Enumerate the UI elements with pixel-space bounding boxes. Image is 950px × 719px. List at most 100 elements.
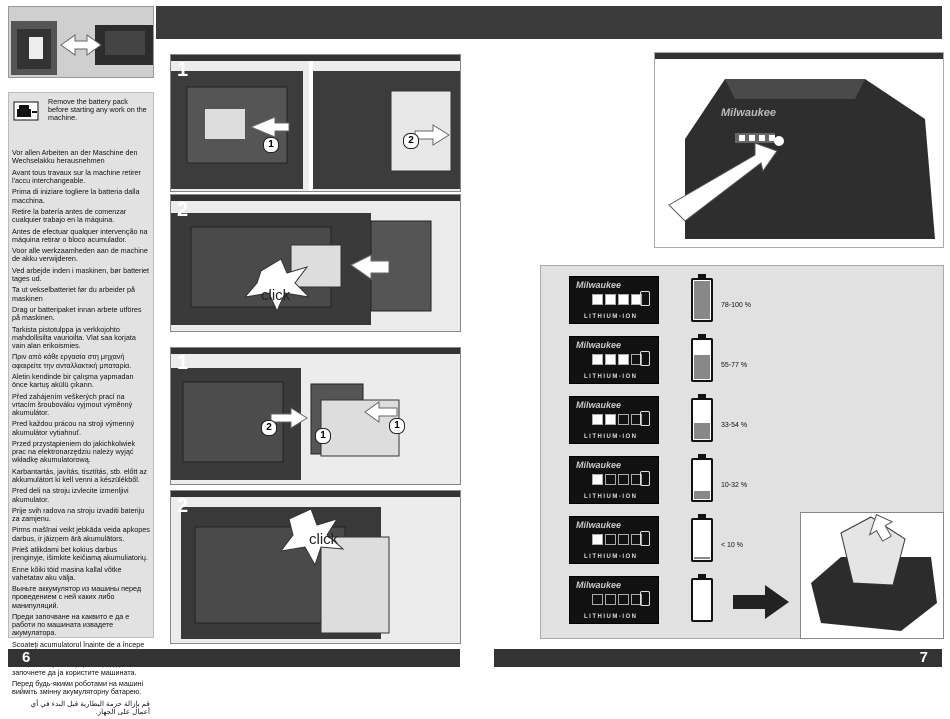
led-segment — [605, 474, 616, 485]
warning-text-ar: قم بإزالة حزمة البطارية قبل البدء في أي … — [30, 698, 150, 716]
battery-removal-icon — [13, 101, 39, 121]
lithium-ion-label: LITHIUM-ION — [584, 374, 638, 380]
led-segment — [592, 354, 603, 365]
brand-logo: Milwaukee — [576, 460, 622, 470]
warning-text-lt: Prieš atlikdami bet kokius darbus įrengi… — [12, 545, 148, 563]
led-segment — [605, 354, 616, 365]
callout-1: 1 — [389, 418, 405, 434]
fuel-gauge-icon — [640, 291, 650, 306]
step-number: 1 — [177, 352, 189, 374]
warning-text-fr: Avant tous travaux sur la machine retire… — [12, 167, 141, 185]
arrow-left-icon — [350, 254, 390, 280]
led-row — [592, 412, 644, 425]
arrow-right-icon — [733, 585, 789, 619]
warning-text-hr: Prije svih radova na stroju izvaditi bat… — [12, 505, 145, 524]
warning-text-fi: Tarkista pistotulppa ja verkkojohto mahd… — [12, 324, 136, 350]
header-band — [156, 6, 942, 39]
open-cover-illustration — [171, 61, 460, 191]
fuel-gauge-icon — [640, 531, 650, 546]
warning-text-lv: Pirms mašīnai veikt jebkāda veida apkope… — [12, 525, 150, 543]
battery-level-icon — [691, 334, 713, 382]
warning-text-sl: Pred deli na stroju izvlecite izmenljivi… — [12, 486, 129, 504]
charge-percentage-label: < 10 % — [721, 542, 743, 549]
warning-text-da: Ved arbejde inden i maskinen, bør batter… — [12, 265, 150, 283]
fuel-gauge-icon — [640, 411, 650, 426]
warning-text-en: Remove the battery pack before starting … — [48, 97, 147, 123]
led-segment — [592, 594, 603, 605]
battery-fill — [694, 281, 710, 319]
remove-battery-illustration — [171, 354, 460, 484]
led-segment — [592, 414, 603, 425]
warning-text-et: Enne kõiki töid masina kallal võtke vahe… — [12, 564, 122, 582]
battery-swap-illustration — [9, 7, 153, 77]
led-segment — [631, 294, 642, 305]
battery-logo: Milwaukee — [721, 107, 777, 119]
footer-left: 6 — [8, 649, 460, 667]
close-cover-illustration — [171, 497, 460, 643]
led-segment — [618, 354, 629, 365]
led-row — [592, 352, 644, 365]
led-segment — [605, 534, 616, 545]
warning-text-pt: Antes de efectuar qualquer intervenção n… — [12, 226, 148, 244]
led-segment — [618, 294, 629, 305]
click-label: click — [309, 531, 339, 548]
page-number-left: 6 — [22, 649, 31, 666]
battery-fill — [694, 491, 710, 499]
panel-remove-battery: 1 2 1 1 — [170, 347, 461, 485]
led-segment — [592, 474, 603, 485]
click-label: click — [261, 287, 291, 304]
lithium-ion-label: LITHIUM-ION — [584, 494, 638, 500]
battery-level-icon — [691, 574, 713, 622]
led-segment — [618, 534, 629, 545]
warning-text-bg: Преди започване на каквито е да е работи… — [12, 612, 130, 638]
brand-logo: Milwaukee — [576, 580, 622, 590]
battery-fill — [694, 355, 710, 379]
warning-text-de: Vor allen Arbeiten an der Maschine den W… — [12, 148, 138, 166]
lithium-ion-label: LITHIUM-ION — [584, 314, 638, 320]
page-number-right: 7 — [919, 649, 928, 666]
step-number: 2 — [177, 495, 189, 517]
warning-text-it: Prima di iniziare togliere la batteria d… — [12, 187, 140, 205]
callout-2: 2 — [261, 420, 277, 436]
brand-logo: Milwaukee — [576, 280, 622, 290]
led-segment — [605, 594, 616, 605]
warning-text-nl: Voor alle werkzaamheden aan de machine d… — [12, 246, 148, 264]
led-row — [592, 292, 644, 305]
fuel-gauge-icon — [640, 351, 650, 366]
panel-charger — [800, 512, 944, 639]
lithium-ion-label: LITHIUM-ION — [584, 434, 638, 440]
charger-illustration — [801, 513, 943, 638]
click-burst — [243, 258, 311, 313]
fuel-gauge-icon — [640, 471, 650, 486]
led-segment — [592, 294, 603, 305]
warning-text-cs: Před zahájením veškerých prací na vrtací… — [12, 391, 133, 417]
callout-2: 2 — [403, 133, 419, 149]
warning-text-box: Remove the battery pack before starting … — [8, 92, 154, 716]
footer-right: 7 — [494, 649, 942, 667]
charge-percentage-label: 33-54 % — [721, 422, 748, 429]
callout-1: 1 — [263, 137, 279, 153]
click-burst — [279, 508, 345, 567]
charge-percentage-label: 55-77 % — [721, 362, 748, 369]
thumbnail-battery-swap — [8, 6, 154, 78]
led-segment — [618, 594, 629, 605]
led-segment — [618, 414, 629, 425]
battery-fill — [694, 557, 710, 559]
led-segment — [631, 474, 642, 485]
arrow-up-right-icon — [668, 142, 778, 222]
warning-text-tr: Aletin kendinde bir çalışma yapmadan önc… — [12, 371, 134, 390]
brand-logo: Milwaukee — [576, 340, 622, 350]
arrow-down-icon — [868, 513, 894, 542]
panel-battery-gauge-button: Milwaukee — [654, 52, 944, 248]
warning-text-sv: Drag ur batteripaket innan arbete utföre… — [12, 304, 142, 323]
step-number: 2 — [177, 199, 189, 221]
battery-level-icon — [691, 514, 713, 562]
led-segment — [631, 594, 642, 605]
battery-level-icon — [691, 394, 713, 442]
led-row — [592, 532, 644, 545]
